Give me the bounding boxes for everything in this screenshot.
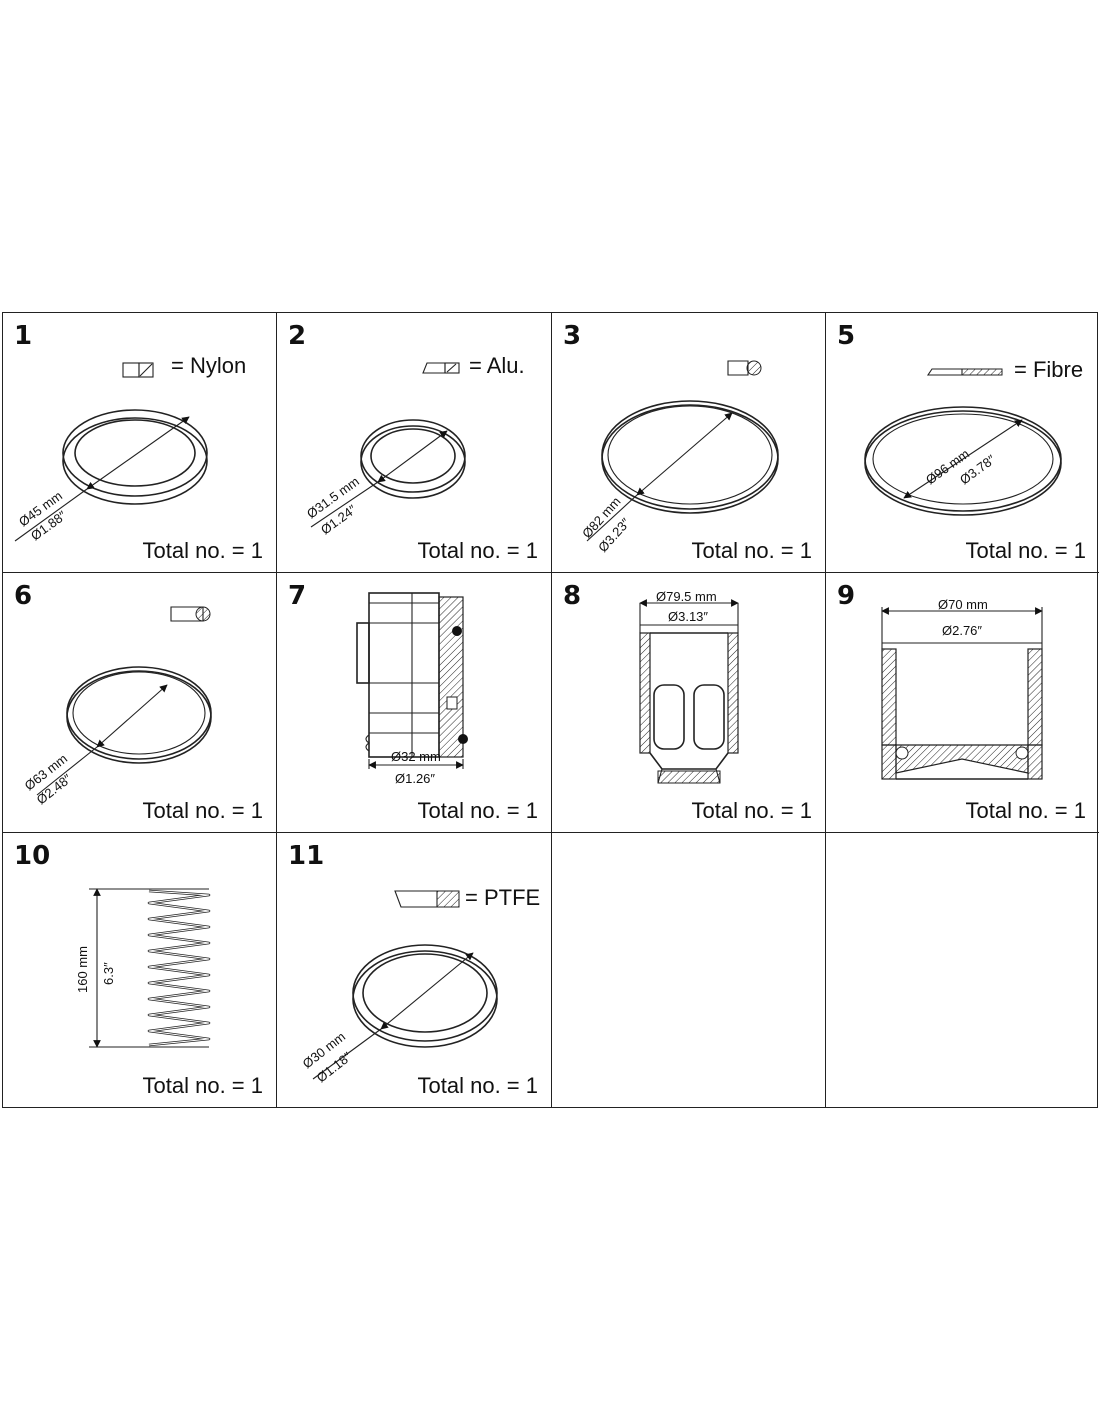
dim-in-10: 6.3″ <box>101 962 116 985</box>
part-cell-2: Ø31.5 mm Ø1.24″ 2 = Alu. Total no. = 1 <box>277 313 552 573</box>
part-number-2: 2 <box>288 321 307 351</box>
part-number-8: 8 <box>563 581 582 611</box>
ring-drawing-2: Ø31.5 mm Ø1.24″ <box>304 362 466 537</box>
part-cell-7: Ø32 mm Ø1.26″ 7 Total no. = 1 <box>277 573 552 833</box>
material-label-1: = Nylon <box>171 353 247 378</box>
total-label-5: Total no. = 1 <box>965 538 1086 563</box>
part-number-11: 11 <box>288 841 325 871</box>
spring-drawing-10: 160 mm 6.3″ <box>75 888 211 1048</box>
spare-parts-grid: Ø45 mm Ø1.88″ 1 = Nylon Total no. = 1 Ø3… <box>2 312 1099 1108</box>
part-number-9: 9 <box>837 581 856 611</box>
empty-cell-2 <box>826 833 1099 1107</box>
total-label-11: Total no. = 1 <box>417 1073 538 1098</box>
dim-mm-7: Ø32 mm <box>391 749 441 764</box>
total-label-7: Total no. = 1 <box>417 798 538 823</box>
sleeve-drawing-8: Ø79.5 mm Ø3.13″ <box>639 589 739 784</box>
total-label-8: Total no. = 1 <box>691 798 812 823</box>
ring-drawing-3: Ø82 mm Ø3.23″ <box>579 360 779 555</box>
part-cell-6: Ø63 mm Ø2.48″ 6 Total no. = 1 <box>3 573 277 833</box>
material-label-11: = PTFE <box>465 885 541 910</box>
dim-mm-9: Ø70 mm <box>938 597 988 612</box>
part-cell-3: Ø82 mm Ø3.23″ 3 Total no. = 1 <box>552 313 826 573</box>
part-cell-5: Ø96 mm Ø3.78″ 5 = Fibre Total no. = 1 <box>826 313 1099 573</box>
part-cell-8: Ø79.5 mm Ø3.13″ 8 Total no. = 1 <box>552 573 826 833</box>
guide-drawing-9: Ø70 mm Ø2.76″ <box>881 597 1043 780</box>
ring-drawing-11: Ø30 mm Ø1.18″ <box>300 890 498 1085</box>
ring-drawing-1: Ø45 mm Ø1.88″ <box>14 362 208 543</box>
empty-cell-1 <box>552 833 826 1107</box>
total-label-1: Total no. = 1 <box>142 538 263 563</box>
dim-in-7: Ø1.26″ <box>395 771 435 786</box>
material-label-2: = Alu. <box>469 353 525 378</box>
part-cell-11: Ø30 mm Ø1.18″ 11 = PTFE Total no. = 1 <box>277 833 552 1107</box>
dim-mm-10: 160 mm <box>75 946 90 993</box>
dim-in-9: Ø2.76″ <box>942 623 982 638</box>
ring-drawing-6: Ø63 mm Ø2.48″ <box>22 606 212 807</box>
ring-drawing-5: Ø96 mm Ø3.78″ <box>864 368 1062 516</box>
part-cell-1: Ø45 mm Ø1.88″ 1 = Nylon Total no. = 1 <box>3 313 277 573</box>
total-label-9: Total no. = 1 <box>965 798 1086 823</box>
material-label-5: = Fibre <box>1014 357 1084 382</box>
part-cell-10: 160 mm 6.3″ 10 Total no. = 1 <box>3 833 277 1107</box>
total-label-3: Total no. = 1 <box>691 538 812 563</box>
total-label-2: Total no. = 1 <box>417 538 538 563</box>
cartridge-drawing-7: Ø32 mm Ø1.26″ <box>356 592 468 786</box>
dim-mm-8: Ø79.5 mm <box>656 589 717 604</box>
part-number-6: 6 <box>14 581 33 611</box>
part-number-7: 7 <box>288 581 307 611</box>
part-number-3: 3 <box>563 321 582 351</box>
dim-in-8: Ø3.13″ <box>668 609 708 624</box>
part-number-10: 10 <box>14 841 51 871</box>
part-cell-9: Ø70 mm Ø2.76″ 9 Total no. = 1 <box>826 573 1099 833</box>
total-label-6: Total no. = 1 <box>142 798 263 823</box>
part-number-5: 5 <box>837 321 856 351</box>
part-number-1: 1 <box>14 321 33 351</box>
total-label-10: Total no. = 1 <box>142 1073 263 1098</box>
